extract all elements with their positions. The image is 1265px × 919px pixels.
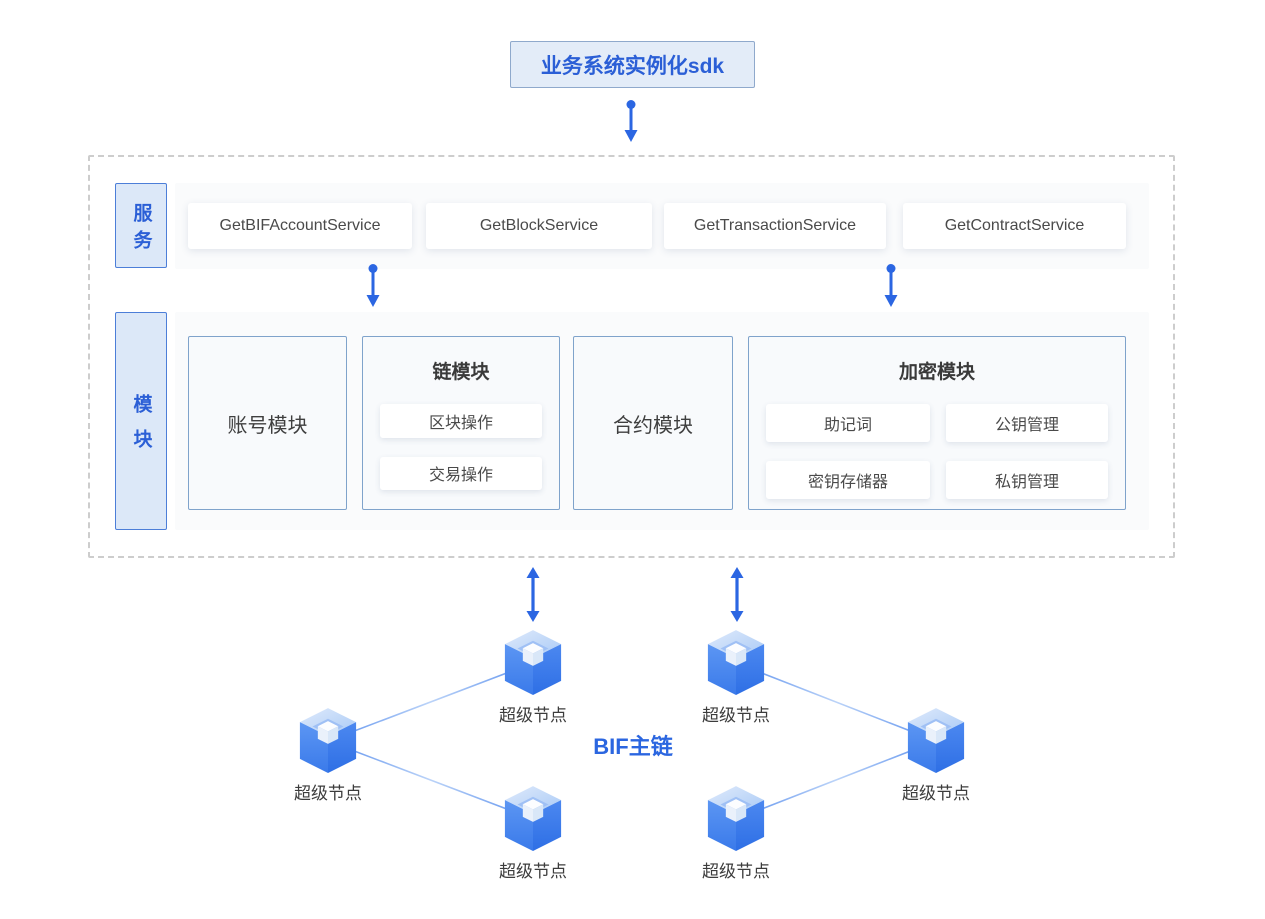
service-box-get-contract: GetContractService <box>903 203 1126 249</box>
service-label: GetBIFAccountService <box>219 217 381 234</box>
crypto-sub-grid: 助记词 公钥管理 密钥存储器 私钥管理 <box>766 404 1108 499</box>
module-row-label-text: 模块 <box>130 394 152 464</box>
double-arrow-icon <box>730 567 744 622</box>
service-row-label: 服务 <box>115 183 167 268</box>
module-title: 账号模块 <box>227 414 308 437</box>
network-link-line <box>327 740 534 820</box>
sub-box-label: 密钥存储器 <box>807 474 888 491</box>
sub-box-label: 助记词 <box>823 417 872 434</box>
module-box-crypto: 加密模块 助记词 公钥管理 密钥存储器 私钥管理 <box>748 336 1126 510</box>
sub-box-transaction-operation: 交易操作 <box>380 456 542 490</box>
network-link-line <box>327 662 534 742</box>
sub-box-label: 私钥管理 <box>994 474 1059 491</box>
bif-main-chain-title: BIF主链 <box>593 734 673 759</box>
node-label: 超级节点 <box>499 862 567 881</box>
module-row-label: 模块 <box>115 312 167 530</box>
cube-node-icon <box>707 630 765 695</box>
service-label: GetContractService <box>944 217 1085 234</box>
cube-node-icon <box>504 630 562 695</box>
module-box-chain: 链模块 区块操作 交易操作 <box>362 336 560 510</box>
sub-box-key-store: 密钥存储器 <box>766 461 930 499</box>
business-system-sdk-box: 业务系统实例化sdk <box>510 41 755 88</box>
sub-box-label: 交易操作 <box>428 467 493 485</box>
node-label: 超级节点 <box>294 784 362 803</box>
module-box-account: 账号模块 <box>188 336 347 510</box>
network-lines <box>327 662 937 820</box>
cube-node-icon <box>299 708 357 773</box>
service-label: GetBlockService <box>479 217 599 234</box>
sub-box-label: 公钥管理 <box>994 417 1059 434</box>
node-label: 超级节点 <box>702 862 770 881</box>
module-title: 链模块 <box>432 362 490 383</box>
service-row-label-text: 服务 <box>130 202 152 257</box>
cube-node-icon <box>907 708 965 773</box>
sub-box-mnemonic: 助记词 <box>766 404 930 442</box>
cube-node-icon <box>707 786 765 851</box>
service-box-get-block: GetBlockService <box>426 203 652 249</box>
node-label: 超级节点 <box>702 706 770 725</box>
double-arrow-icon <box>526 567 540 622</box>
node-label: 超级节点 <box>499 706 567 725</box>
node-label: 超级节点 <box>902 784 970 803</box>
module-title: 加密模块 <box>898 362 975 383</box>
sub-box-label: 区块操作 <box>428 414 493 432</box>
business-system-sdk-label: 业务系统实例化sdk <box>540 54 725 78</box>
down-arrow-icon <box>624 100 638 142</box>
down-arrow-icon <box>366 264 380 307</box>
network-link-line <box>735 662 937 742</box>
down-arrow-icon <box>884 264 898 307</box>
sub-box-private-key: 私钥管理 <box>946 461 1108 499</box>
module-box-contract: 合约模块 <box>573 336 733 510</box>
service-box-get-bif-account: GetBIFAccountService <box>188 203 412 249</box>
network-link-line <box>735 740 937 820</box>
sub-box-block-operation: 区块操作 <box>380 404 542 438</box>
sub-box-public-key: 公钥管理 <box>946 404 1108 442</box>
cube-node-icon <box>504 786 562 851</box>
module-title: 合约模块 <box>613 414 693 437</box>
service-label: GetTransactionService <box>693 217 857 234</box>
service-box-get-transaction: GetTransactionService <box>664 203 886 249</box>
